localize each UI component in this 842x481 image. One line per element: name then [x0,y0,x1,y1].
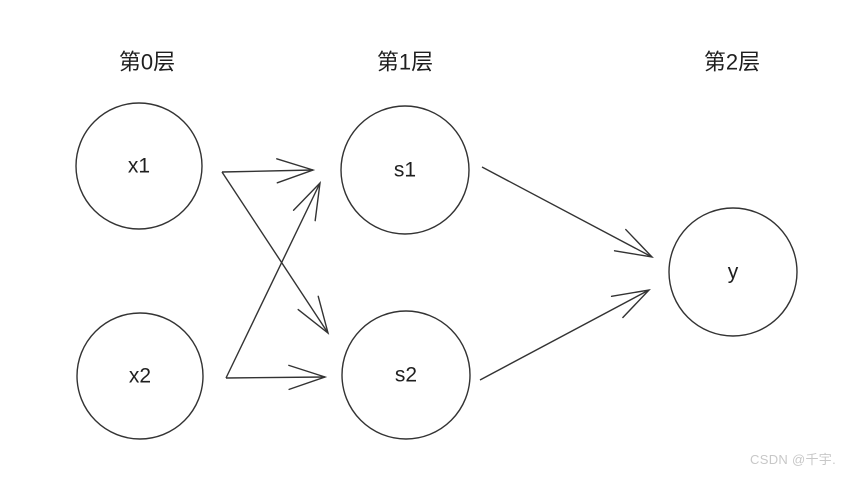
edge-x2-to-s1 [225,181,321,379]
node-x2-circle [76,312,204,440]
node-x2-label: x2 [129,365,151,388]
edge-s1-to-y [481,166,654,259]
node-y-label: y [728,261,739,284]
node-x1-circle [75,102,203,230]
layer-label-layer-0: 第0层 [119,50,175,75]
edges-group [221,158,654,391]
layer-label-layer-1: 第1层 [377,50,433,75]
node-s2-label: s2 [395,364,417,387]
edge-x1-to-s1 [221,158,316,184]
edge-x1-to-s2 [221,171,330,335]
node-s1-circle [340,105,470,235]
edge-x2-to-s2 [225,364,328,391]
layer-label-layer-2: 第2层 [704,50,760,75]
node-s2-circle [341,310,471,440]
node-x1-label: x1 [128,155,150,178]
edge-s2-to-y [479,288,651,381]
node-y-circle [668,207,798,337]
layer-labels-group: 第0层 第1层 第2层 [119,50,760,75]
watermark: CSDN @千宇. [750,452,836,467]
node-s1-label: s1 [394,159,416,182]
nodes-group: x1 x2 s1 s2 y [75,102,798,440]
